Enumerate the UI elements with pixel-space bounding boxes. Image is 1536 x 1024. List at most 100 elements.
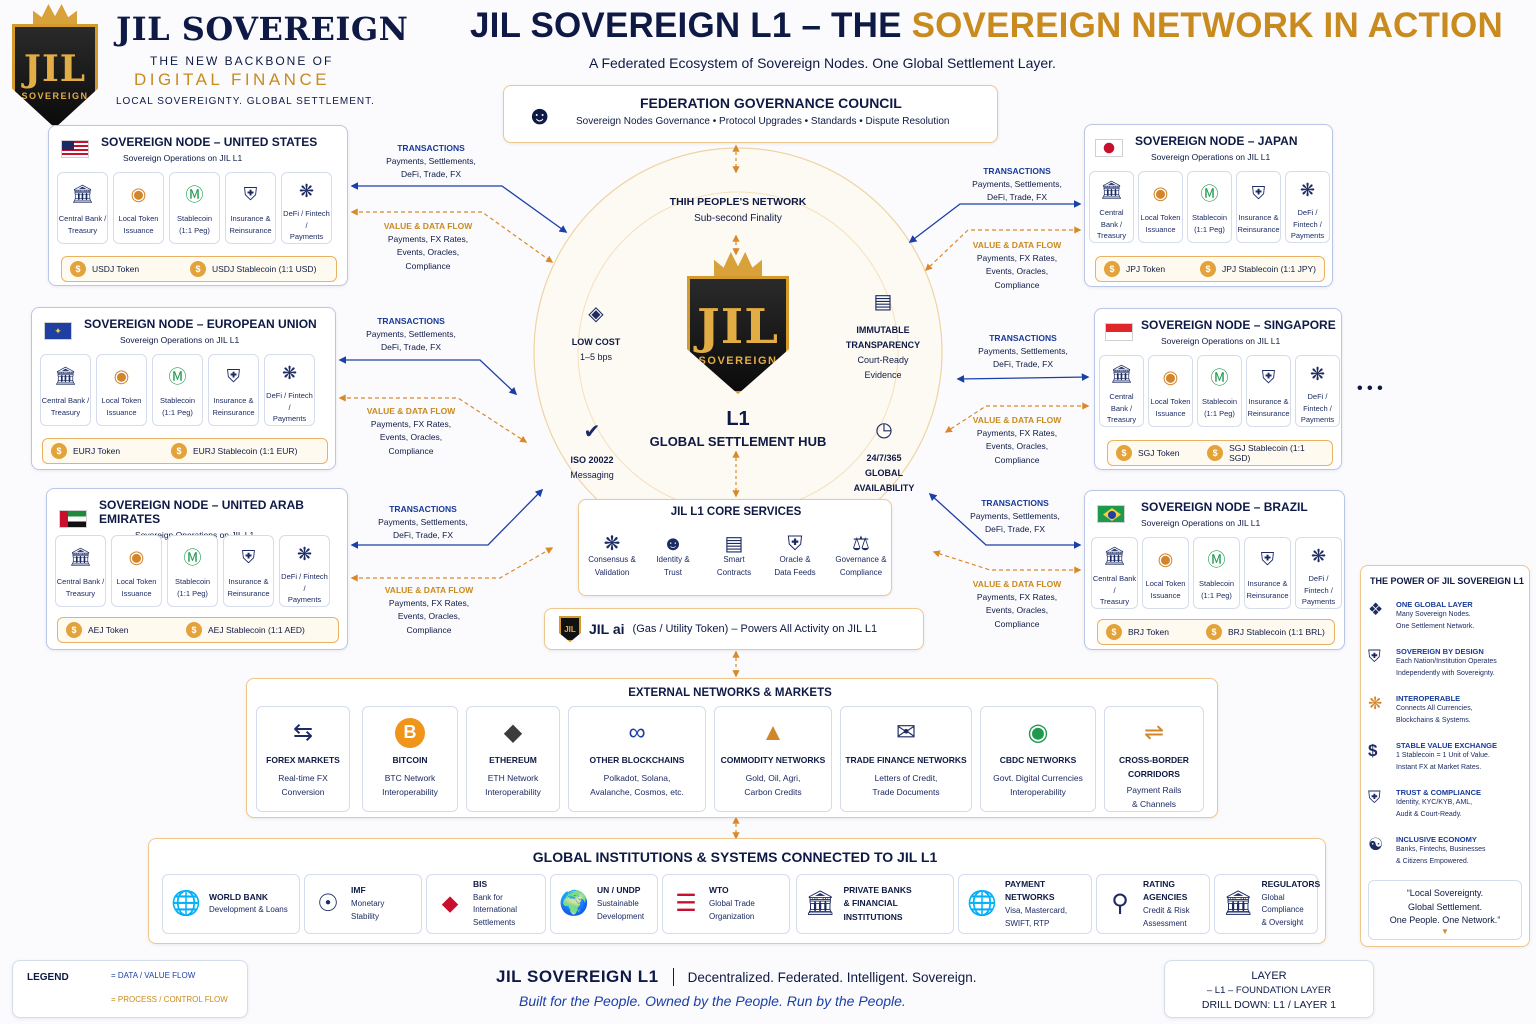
tile-label: Stablecoin (1191, 213, 1228, 222)
inst-private-banks[interactable]: 🏛PRIVATE BANKS& FINANCIAL INSTITUTIONS (796, 874, 954, 934)
footer-name: JIL SOVEREIGN L1 (496, 967, 659, 986)
tile-label: Local Token (1140, 213, 1181, 222)
tile-defi[interactable]: ❋DeFi / Fintech /Payments (281, 172, 332, 244)
tile-label: Central Bank / (1099, 208, 1124, 229)
tile-defi[interactable]: ❋DeFi / Fintech /Payments (1295, 537, 1342, 609)
tile-insurance[interactable]: ⛨Insurance &Reinsurance (208, 354, 259, 426)
flow-line: Payments, FX Rates, (387, 234, 469, 245)
node-card-uae[interactable]: SOVEREIGN NODE – UNITED ARAB EMIRATES So… (46, 488, 348, 650)
flow-line: Payments, Settlements, (972, 179, 1062, 190)
node-card-japan[interactable]: SOVEREIGN NODE – JAPAN Sovereign Operati… (1084, 124, 1333, 287)
tile-central-bank[interactable]: 🏛Central Bank /Treasury (1099, 355, 1144, 427)
tile-label: Local Token (101, 396, 142, 405)
tile-central-bank[interactable]: 🏛Central Bank /Treasury (55, 535, 106, 607)
tile-defi[interactable]: ❋DeFi / Fintech /Payments (264, 354, 315, 426)
layer-box[interactable]: LAYER – L1 – FOUNDATION LAYER DRILL DOWN… (1164, 960, 1374, 1018)
tile-insurance[interactable]: ⛨Insurance &Reinsurance (223, 535, 274, 607)
inst-desc: Visa, Mastercard, (1005, 905, 1068, 915)
logo-text: JIL (23, 48, 87, 90)
service-consensus[interactable]: ❋Consensus &Validation (584, 528, 640, 580)
tile-central-bank[interactable]: 🏛Central Bank /Treasury (1091, 537, 1138, 609)
service-label: Smart (723, 555, 745, 564)
ext-desc: Interoperability (485, 787, 541, 798)
flow-line: Events, Oracles, (985, 266, 1049, 277)
brand-tagline-2: DIGITAL FINANCE (134, 70, 331, 89)
coin-icon: $ (1106, 624, 1122, 640)
tile-defi[interactable]: ❋DeFi / Fintech /Payments (1295, 355, 1340, 427)
node-card-us[interactable]: SOVEREIGN NODE – UNITED STATES Sovereign… (48, 125, 348, 286)
tile-label: Issuance (1150, 590, 1181, 600)
gas-token-bar[interactable]: JIL JIL ai (Gas / Utility Token) – Power… (544, 608, 924, 650)
hub-network-icon: ❋ (1368, 694, 1383, 713)
inst-title: WORLD BANK (209, 891, 269, 902)
tile-insurance[interactable]: ⛨Insurance &Reinsurance (1244, 537, 1291, 609)
tile-defi[interactable]: ❋DeFi / Fintech /Payments (1285, 171, 1330, 243)
page-title: JIL SOVEREIGN L1 – THE SOVEREIGN NETWORK… (470, 6, 1503, 46)
node-card-brazil[interactable]: SOVEREIGN NODE – BRAZIL Sovereign Operat… (1084, 490, 1345, 650)
tile-label: DeFi / Fintech / (283, 209, 330, 230)
governance-icon: ⚖ (852, 533, 870, 555)
node-card-eu[interactable]: ✦ SOVEREIGN NODE – EUROPEAN UNION Sovere… (31, 307, 336, 470)
uae-flag-icon (59, 510, 87, 528)
tile-insurance[interactable]: ⛨Insurance &Reinsurance (225, 172, 276, 244)
flow-line: DeFi, Trade, FX (381, 342, 441, 353)
fintech-icon: ❋ (1299, 180, 1316, 201)
token-name: EURJ Token (73, 446, 121, 456)
tile-label: Treasury (65, 588, 96, 598)
flow-title: VALUE & DATA FLOW (972, 240, 1062, 250)
service-identity[interactable]: ☻Identity &Trust (645, 528, 701, 580)
tile-insurance[interactable]: ⛨Insurance &Reinsurance (1236, 171, 1281, 243)
tile-central-bank[interactable]: 🏛Central Bank /Treasury (57, 172, 108, 244)
tile-defi[interactable]: ❋DeFi / Fintech /Payments (279, 535, 330, 607)
service-governance[interactable]: ⚖Governance &Compliance (828, 528, 894, 580)
node-card-singapore[interactable]: SOVEREIGN NODE – SINGAPORE Sovereign Ope… (1094, 308, 1342, 470)
token-bar: $USDJ Token $USDJ Stablecoin (1:1 USD) (61, 256, 337, 282)
tile-insurance[interactable]: ⛨Insurance &Reinsurance (1246, 355, 1291, 427)
ext-desc: Govt. Digital Currencies (993, 773, 1083, 784)
fintech-icon: ❋ (1310, 546, 1327, 567)
wto-icon: ☰ (675, 889, 697, 917)
power-item-title: TRUST & COMPLIANCE (1396, 788, 1481, 797)
ext-title: FOREX MARKETS (266, 755, 340, 765)
more-nodes-ellipsis: • • • (1357, 380, 1383, 397)
fintech-icon: ❋ (296, 544, 313, 565)
inst-desc: Bank for International (473, 892, 518, 915)
power-item-title: ONE GLOBAL LAYER (1396, 600, 1473, 609)
tile-central-bank[interactable]: 🏛Central Bank /Treasury (40, 354, 91, 426)
tile-central-bank[interactable]: 🏛Central Bank /Treasury (1089, 171, 1134, 243)
ethereum-icon: ◆ (503, 719, 523, 747)
oracle-shield-icon: ⛨ (787, 533, 803, 555)
gas-token-name: JIL ai (589, 621, 625, 637)
service-oracle[interactable]: ⛨Oracle &Data Feeds (767, 528, 823, 580)
